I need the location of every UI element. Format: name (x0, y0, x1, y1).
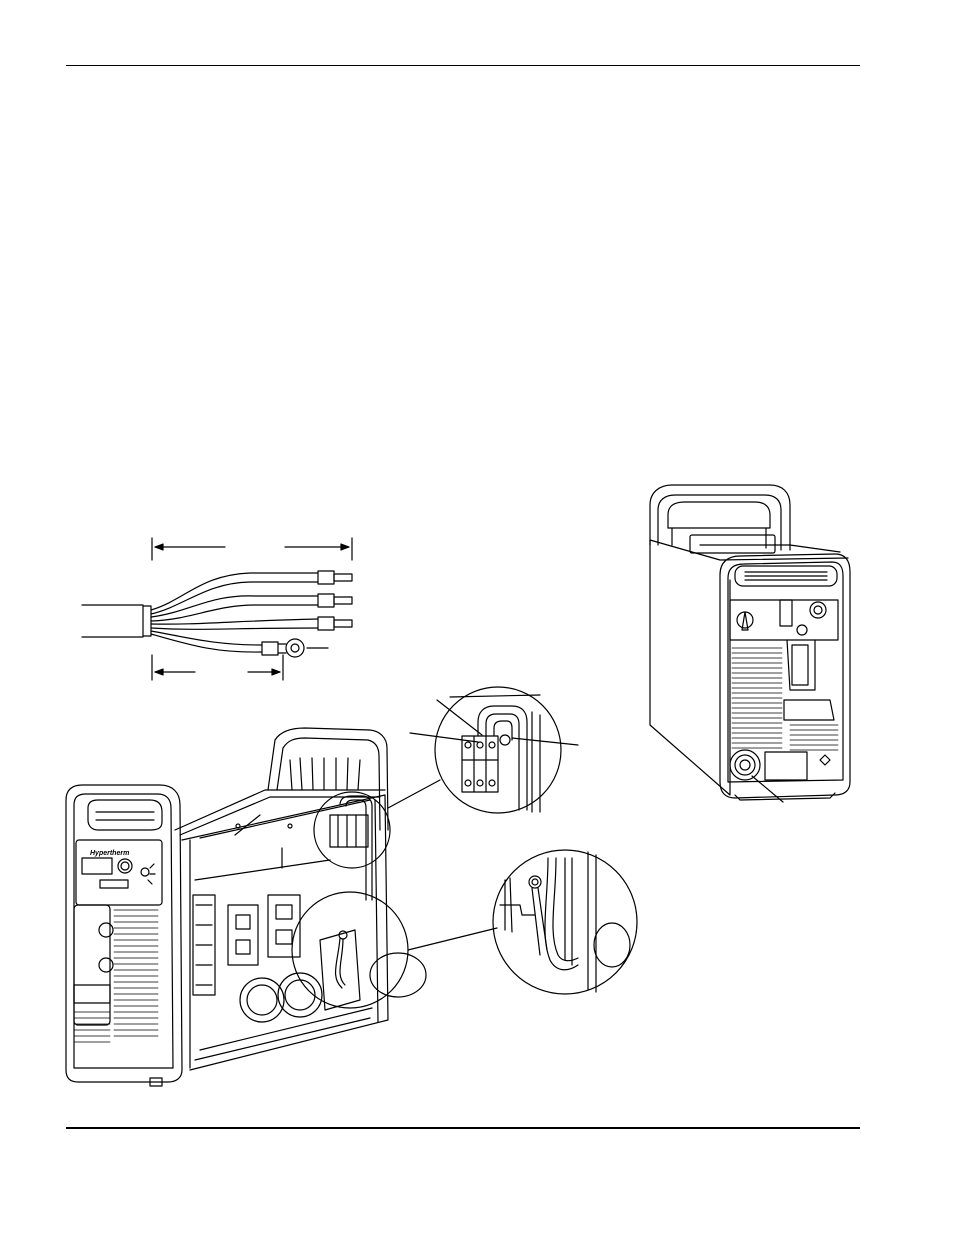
header-rule (66, 65, 860, 66)
ground-stud (336, 931, 426, 997)
dimension-line-bottom (152, 655, 283, 680)
front-louvers (74, 910, 158, 1042)
ferrule-terminals (318, 571, 352, 630)
rear-power-supply-illustration (650, 485, 850, 802)
ring-terminal (262, 639, 328, 657)
chassis-frame (182, 795, 388, 1070)
rear-louvers (732, 648, 838, 750)
power-cord-illustration (82, 538, 352, 680)
ground-connection-detail (408, 850, 637, 994)
strain-relief-fitting (730, 750, 830, 802)
rear-face (720, 554, 850, 798)
front-bezel: Hypertherm (66, 785, 182, 1086)
terminal-block-detail (388, 687, 578, 813)
callout-circle-ground (292, 892, 408, 1008)
footer-rule (66, 1127, 860, 1129)
internal-components (193, 895, 360, 1022)
dimension-line-top (152, 538, 352, 560)
cable-conductors (151, 573, 318, 652)
front-panel-logo: Hypertherm (90, 850, 129, 857)
main-power-supply-illustration: Hypertherm (66, 728, 426, 1086)
callout-circle-terminal (314, 792, 390, 868)
terminal-block (330, 796, 372, 900)
cable-jacket (82, 605, 151, 637)
